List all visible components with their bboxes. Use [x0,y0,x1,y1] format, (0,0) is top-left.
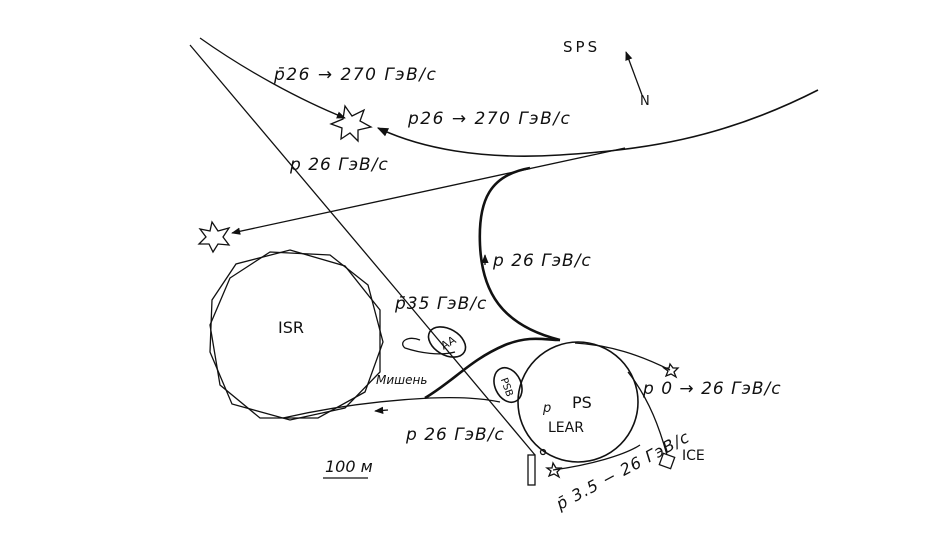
long-transfer-line [189,44,536,456]
isr-transfer-line [282,396,501,419]
label-sps: SPS [563,38,600,56]
label-p0-26: p 0 → 26 ГэВ/с [642,379,782,399]
label-p-26-270: p26 → 270 ГэВ/с [407,109,571,129]
label-ice: ICE [682,448,705,464]
proton-extraction-line [231,147,626,235]
isr-ring-a [209,249,381,421]
isr-arrow [374,406,389,415]
label-ps: PS [572,393,592,412]
label-pbar35-26: p̄ 3.5 − 26 ГэВ/с [552,427,693,514]
label-isr: ISR [278,318,304,337]
ice-line [627,371,668,456]
north-arrow [625,51,643,96]
label-target: Мишень [376,373,427,387]
pbar-injection-line [199,37,346,119]
psb-ring [493,366,523,404]
sps-ring-arc [376,89,819,157]
label-pbar35: p̄35 ГэВ/с [394,294,487,314]
tt2-transfer-line [478,166,561,342]
aa-loop [402,337,456,355]
lear-line [552,444,641,471]
label-psb: PSB [498,376,515,398]
collision-star-left [197,220,231,254]
label-p-small: p [542,401,551,416]
label-p26-bottom: p 26 ГэВ/с [405,425,505,445]
label-scale: 100 м [325,457,373,476]
label-lear: LEAR [548,420,584,436]
label-aa: AA [438,333,458,352]
label-p26-mid: p 26 ГэВ/с [492,251,592,271]
small-star-right [662,362,680,379]
lear-block [527,454,536,486]
target-line [424,337,561,400]
ps-extraction-line [574,342,671,371]
label-pbar-26-270: p̄26 → 270 ГэВ/с [273,65,437,85]
collision-star-sps [329,104,373,143]
isr-ring-b [209,251,384,419]
ice-box [658,452,676,470]
label-north: N [640,94,650,109]
lear-dot [539,448,547,456]
label-p26-top: p 26 ГэВ/с [289,155,389,175]
ps-ring [517,341,639,463]
small-star-lear [545,461,563,479]
